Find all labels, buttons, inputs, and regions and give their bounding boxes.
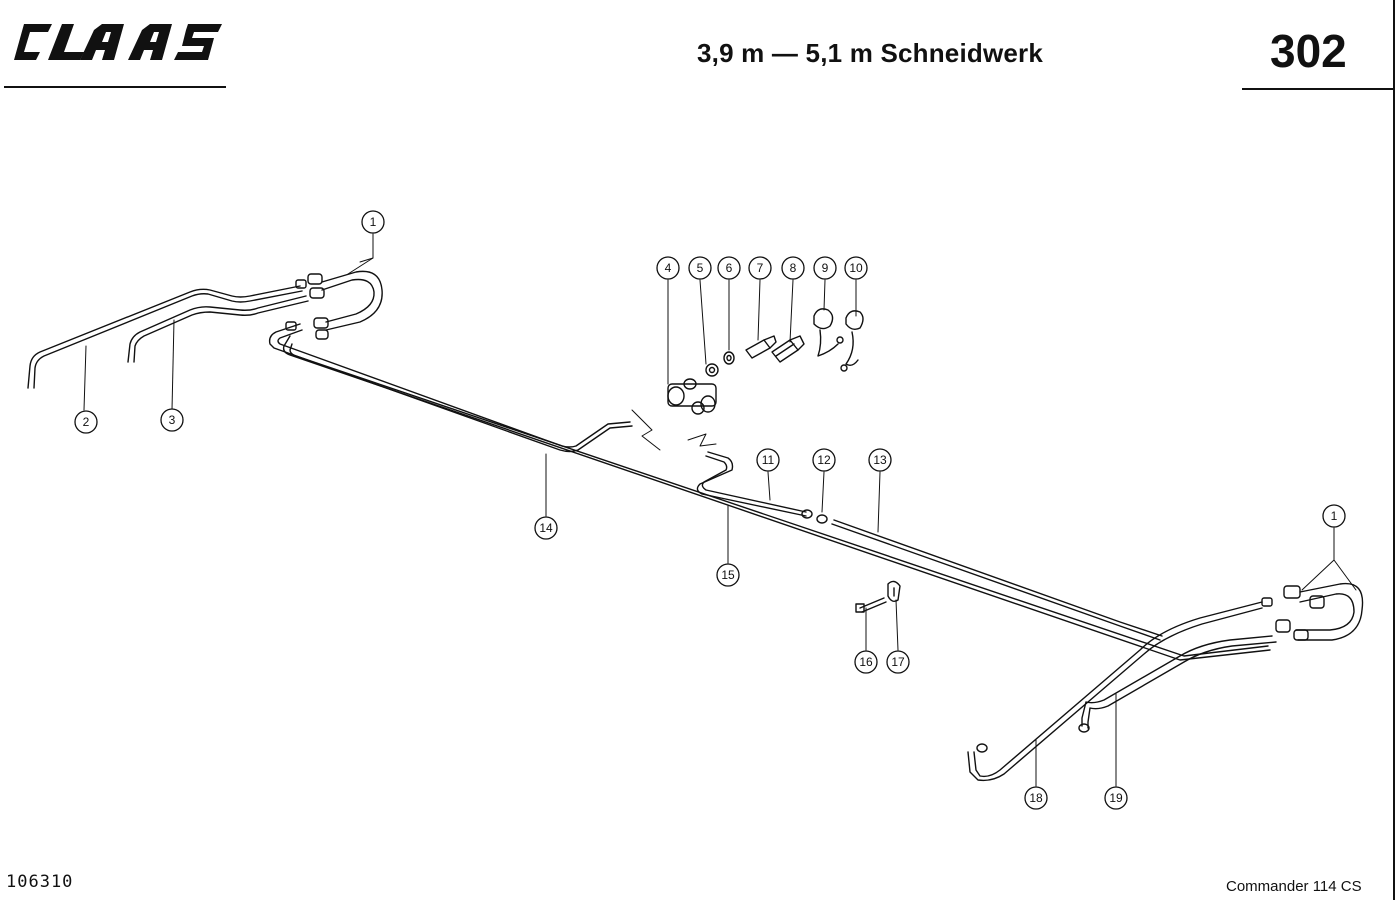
callout-label: 17 [891,655,905,669]
callout-circle [812,448,836,472]
callout-4: 4 [656,256,680,280]
callout-circle [361,210,385,234]
callout-19: 19 [1104,786,1128,810]
callout-label: 3 [169,413,176,427]
callout-label: 7 [757,261,764,275]
claas-logo [14,24,222,60]
nut-5 [705,363,719,377]
callout-5: 5 [688,256,712,280]
header-rule-right [1242,88,1394,90]
leader-lines [83,233,1357,787]
callout-14: 14 [534,516,558,540]
washer-6 [723,351,735,365]
callout-label: 14 [539,521,553,535]
fitting-7 [745,335,777,359]
callout-label: 11 [762,453,775,467]
callout-circle [781,256,805,280]
callout-circle [868,448,892,472]
callout-label: 4 [665,261,672,275]
callout-12: 12 [812,448,836,472]
callout-11: 11 [756,448,780,472]
hose-group-left [285,270,383,340]
main-pipe-14 [268,323,633,453]
callout-18: 18 [1024,786,1048,810]
clamp-17 [887,580,901,603]
callout-17: 17 [886,650,910,674]
callout-label: 13 [873,453,887,467]
callout-16: 16 [854,650,878,674]
callout-circle [1104,786,1128,810]
nut-11 [801,509,813,519]
fitting-8 [771,335,805,363]
callout-circle [74,410,98,434]
main-pipe-15 [696,451,1163,641]
pipe-19 [1078,635,1277,733]
callout-circle [854,650,878,674]
callout-circle [813,256,837,280]
callout-circle [534,516,558,540]
callout-label: 16 [859,655,873,669]
callout-label: 18 [1029,791,1043,805]
callout-15: 15 [716,563,740,587]
header-rule-left [4,86,226,88]
pipe-2 [27,285,303,389]
callout-8: 8 [781,256,805,280]
callout-circle [748,256,772,280]
callout-13: 13 [868,448,892,472]
callout-label: 19 [1109,791,1123,805]
callout-6: 6 [717,256,741,280]
callout-circle [656,256,680,280]
callout-label: 9 [822,261,829,275]
callout-3: 3 [160,408,184,432]
document-id: 106310 [6,872,74,892]
callout-1: 1 [361,210,385,234]
callout-circle [688,256,712,280]
pipe-3 [127,295,309,363]
bolt-16 [855,597,887,613]
washer-12 [816,514,828,524]
callout-circle [756,448,780,472]
callout-circle [844,256,868,280]
pipe-18 [967,601,1263,782]
main-pipe-13 [282,335,1271,661]
page-number: 302 [1270,25,1347,77]
callout-label: 5 [697,261,704,275]
callout-label: 15 [721,568,735,582]
cap-9 [813,308,844,357]
callout-label: 1 [1331,509,1338,523]
model-name: Commander 114 CS [1226,878,1362,895]
callout-circle [886,650,910,674]
valve-4 [667,378,717,415]
callout-circle [717,256,741,280]
callout-circle [1024,786,1048,810]
callout-circle [1322,504,1346,528]
callout-7: 7 [748,256,772,280]
cap-10 [840,310,864,372]
callout-label: 10 [849,261,863,275]
frame-border-right [1393,0,1395,900]
callout-label: 1 [370,215,377,229]
hose-group-right [1261,582,1364,641]
page-title: 3,9 m — 5,1 m Schneidwerk [697,38,1044,68]
callout-circle [160,408,184,432]
callout-label: 2 [83,415,90,429]
callout-9: 9 [813,256,837,280]
callout-10: 10 [844,256,868,280]
callout-label: 8 [790,261,797,275]
callout-label: 6 [726,261,733,275]
callout-2: 2 [74,410,98,434]
callout-circle [716,563,740,587]
callout-label: 12 [817,453,831,467]
callout-1: 1 [1322,504,1346,528]
